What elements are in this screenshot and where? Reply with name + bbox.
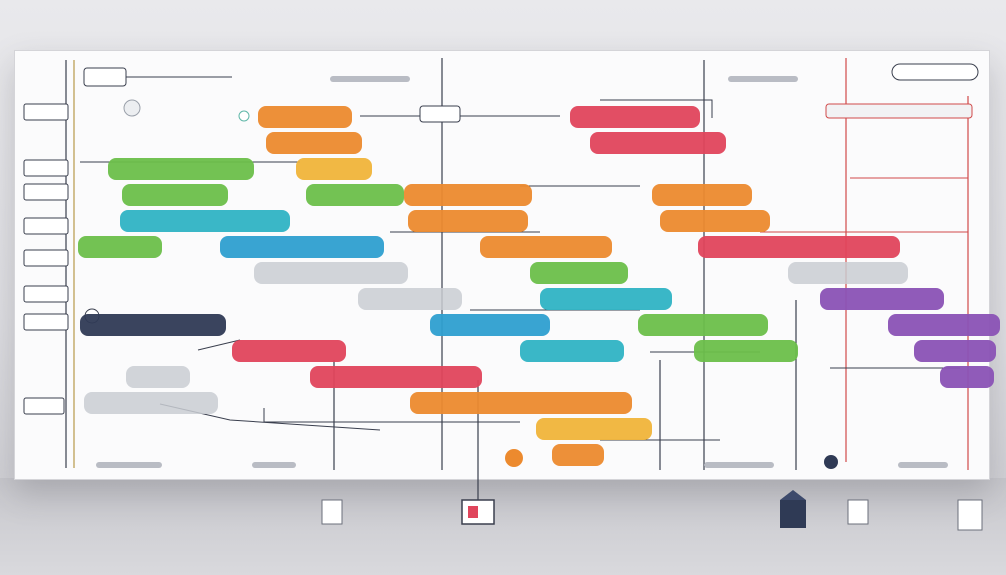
task-bars xyxy=(78,106,1000,466)
task-bar xyxy=(652,184,752,206)
task-bar xyxy=(914,340,996,362)
task-bar xyxy=(570,106,700,128)
task-bar xyxy=(310,366,482,388)
task-bar xyxy=(540,288,672,310)
task-bar xyxy=(408,210,528,232)
floor-box xyxy=(847,499,869,525)
task-bar xyxy=(590,132,726,154)
task-bar xyxy=(480,236,612,258)
task-bar xyxy=(694,340,798,362)
label-plate xyxy=(23,397,65,415)
task-bar xyxy=(430,314,550,336)
floor-box xyxy=(957,499,983,531)
heading-stroke xyxy=(96,462,162,468)
task-bar xyxy=(122,184,228,206)
task-bar xyxy=(84,392,218,414)
node-circle xyxy=(123,99,141,117)
task-bar xyxy=(120,210,290,232)
label-plate xyxy=(23,103,69,121)
milestone-dot xyxy=(505,449,523,467)
floor-box xyxy=(780,490,806,500)
task-bar xyxy=(258,106,352,128)
task-bar xyxy=(220,236,384,258)
label-plate xyxy=(23,217,69,235)
header-marks xyxy=(96,76,948,468)
node-circle xyxy=(238,110,250,122)
task-bar xyxy=(126,366,190,388)
milestone-dots xyxy=(505,449,838,469)
task-bar xyxy=(80,314,226,336)
task-bar xyxy=(306,184,404,206)
task-bar xyxy=(552,444,604,466)
left-label-column xyxy=(23,63,979,415)
task-bar xyxy=(266,132,362,154)
connector xyxy=(197,339,241,351)
label-plate xyxy=(419,105,461,123)
task-bar xyxy=(296,158,372,180)
floor-shadow xyxy=(0,478,1006,575)
label-plate xyxy=(83,67,127,87)
task-bar xyxy=(78,236,162,258)
floor-box xyxy=(780,500,806,528)
task-bar xyxy=(410,392,632,414)
heading-stroke xyxy=(330,76,410,82)
task-bar xyxy=(698,236,900,258)
label-plate xyxy=(23,313,69,331)
heading-stroke xyxy=(898,462,948,468)
floor-objects xyxy=(321,490,983,531)
task-bar xyxy=(404,184,532,206)
task-bar xyxy=(536,418,652,440)
connector xyxy=(600,99,713,118)
task-bar xyxy=(788,262,908,284)
task-bar xyxy=(530,262,628,284)
heading-stroke xyxy=(704,462,774,468)
label-plate xyxy=(23,183,69,201)
task-bar xyxy=(638,314,768,336)
connector-lines xyxy=(80,76,968,441)
heading-stroke xyxy=(728,76,798,82)
connector xyxy=(263,408,520,423)
label-plate xyxy=(23,159,69,177)
task-bar xyxy=(940,366,994,388)
task-bar xyxy=(254,262,408,284)
task-bar xyxy=(232,340,346,362)
task-bar xyxy=(108,158,254,180)
task-bar xyxy=(660,210,770,232)
label-plate xyxy=(23,285,69,303)
label-plate xyxy=(23,249,69,267)
task-bar xyxy=(520,340,624,362)
task-bar xyxy=(888,314,1000,336)
label-plate xyxy=(825,103,973,119)
floor-box xyxy=(468,506,478,518)
task-bar xyxy=(820,288,944,310)
label-plate xyxy=(891,63,979,81)
task-bar xyxy=(358,288,462,310)
floor-box xyxy=(321,499,343,525)
heading-stroke xyxy=(252,462,296,468)
milestone-dot xyxy=(824,455,838,469)
